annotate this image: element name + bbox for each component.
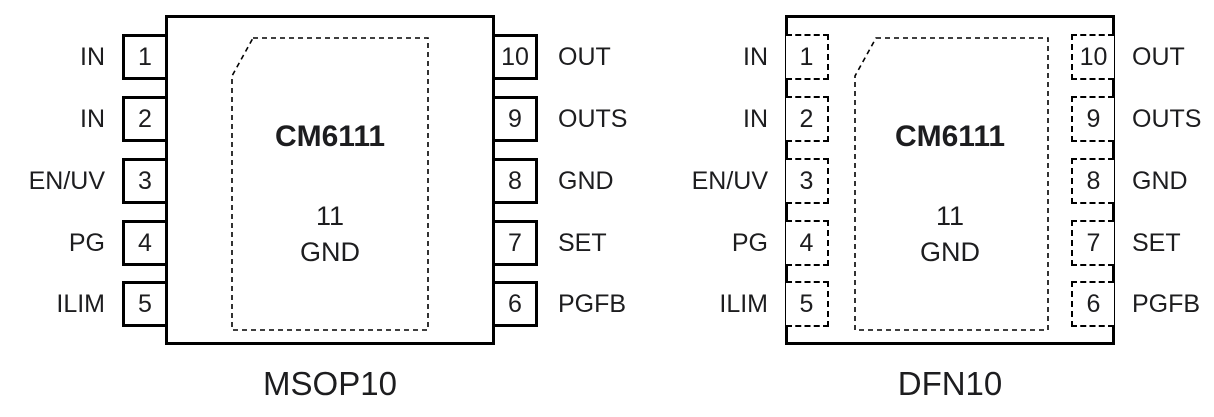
pin-label: GND xyxy=(1132,166,1188,195)
chip-name: CM6111 xyxy=(274,120,386,153)
pin-row-1: IN 1 xyxy=(0,34,168,80)
pin-row-9: 9 OUTS xyxy=(492,96,715,142)
pin-box: 8 xyxy=(492,158,538,204)
pin-row-4: PG 4 xyxy=(565,220,829,266)
pin-row-3: EN/UV 3 xyxy=(0,158,168,204)
pad-gnd-label: GND xyxy=(920,237,980,267)
pin-box: 7 xyxy=(492,220,538,266)
chip-name: CM6111 xyxy=(894,120,1006,153)
pin-row-8: 8 GND xyxy=(492,158,715,204)
pin-row-4: PG 4 xyxy=(0,220,168,266)
pin-row-9: 9 OUTS xyxy=(1071,96,1214,142)
pin-label: IN xyxy=(80,104,105,133)
pin-label: OUTS xyxy=(1132,104,1202,133)
pin-box: 2 xyxy=(122,96,168,142)
pin-label: GND xyxy=(558,166,614,195)
pin-label: EN/UV xyxy=(28,166,105,195)
pin-box: 9 xyxy=(492,96,538,142)
package-dfn10: CM6111 11 GND IN 1 IN 2 EN/UV 3 PG 4 ILI… xyxy=(692,15,1201,400)
pin-label: EN/UV xyxy=(691,166,768,195)
pin-label: PG xyxy=(68,228,105,257)
pin-row-2: IN 2 xyxy=(565,96,829,142)
pin-row-5: ILIM 5 xyxy=(565,281,829,327)
pin-row-5: ILIM 5 xyxy=(0,281,168,327)
pin-box: 4 xyxy=(786,220,829,266)
package-msop10: CM6111 11 GND IN 1 IN 2 EN/UV 3 PG 4 ILI… xyxy=(29,15,627,400)
pin-box: 9 xyxy=(1071,96,1114,142)
pin-row-6: 6 PGFB xyxy=(1071,281,1214,327)
pin-row-3: EN/UV 3 xyxy=(565,158,829,204)
exposed-pad-outline xyxy=(854,37,1049,331)
pin-label: IN xyxy=(80,42,105,71)
pin-label: OUTS xyxy=(558,104,628,133)
pin-box: 5 xyxy=(122,281,168,327)
pad-gnd-label: GND xyxy=(300,237,360,267)
pin-row-8: 8 GND xyxy=(1071,158,1214,204)
pin-label: PGFB xyxy=(1132,289,1201,318)
pin-label: SET xyxy=(1132,228,1181,257)
pin-label: ILIM xyxy=(719,289,768,318)
pin-row-10: 10 OUT xyxy=(492,34,715,80)
package-caption: DFN10 xyxy=(897,365,1003,402)
pin-row-6: 6 PGFB xyxy=(492,281,715,327)
package-caption: MSOP10 xyxy=(263,365,397,402)
pad-number: 11 xyxy=(315,201,345,231)
pad-number: 11 xyxy=(935,201,965,231)
pin-box: 2 xyxy=(786,96,829,142)
pin-box: 4 xyxy=(122,220,168,266)
pin-label: OUT xyxy=(1132,42,1185,71)
pin-box: 3 xyxy=(786,158,829,204)
pin-box: 8 xyxy=(1071,158,1114,204)
pin-box: 1 xyxy=(122,34,168,80)
pin-row-7: 7 SET xyxy=(492,220,715,266)
pin-label: PG xyxy=(731,228,768,257)
pin-box: 1 xyxy=(786,34,829,80)
pin-box: 6 xyxy=(1071,281,1114,327)
pin-label: SET xyxy=(558,228,607,257)
pin-box: 7 xyxy=(1071,220,1114,266)
chip-body: CM6111 11 GND xyxy=(165,15,495,345)
pin-label: IN xyxy=(743,42,768,71)
pin-row-10: 10 OUT xyxy=(1071,34,1214,80)
pin-row-7: 7 SET xyxy=(1071,220,1214,266)
pin-label: IN xyxy=(743,104,768,133)
pin-row-1: IN 1 xyxy=(565,34,829,80)
pin-box: 10 xyxy=(1071,34,1114,80)
chip-body: CM6111 11 GND xyxy=(785,15,1115,345)
pin-box: 6 xyxy=(492,281,538,327)
pin-label: ILIM xyxy=(56,289,105,318)
exposed-pad-outline xyxy=(231,37,429,331)
pin-box: 5 xyxy=(786,281,829,327)
pin-label: PGFB xyxy=(558,289,627,318)
pin-box: 3 xyxy=(122,158,168,204)
pin-box: 10 xyxy=(492,34,538,80)
pin-label: OUT xyxy=(558,42,611,71)
pin-row-2: IN 2 xyxy=(0,96,168,142)
